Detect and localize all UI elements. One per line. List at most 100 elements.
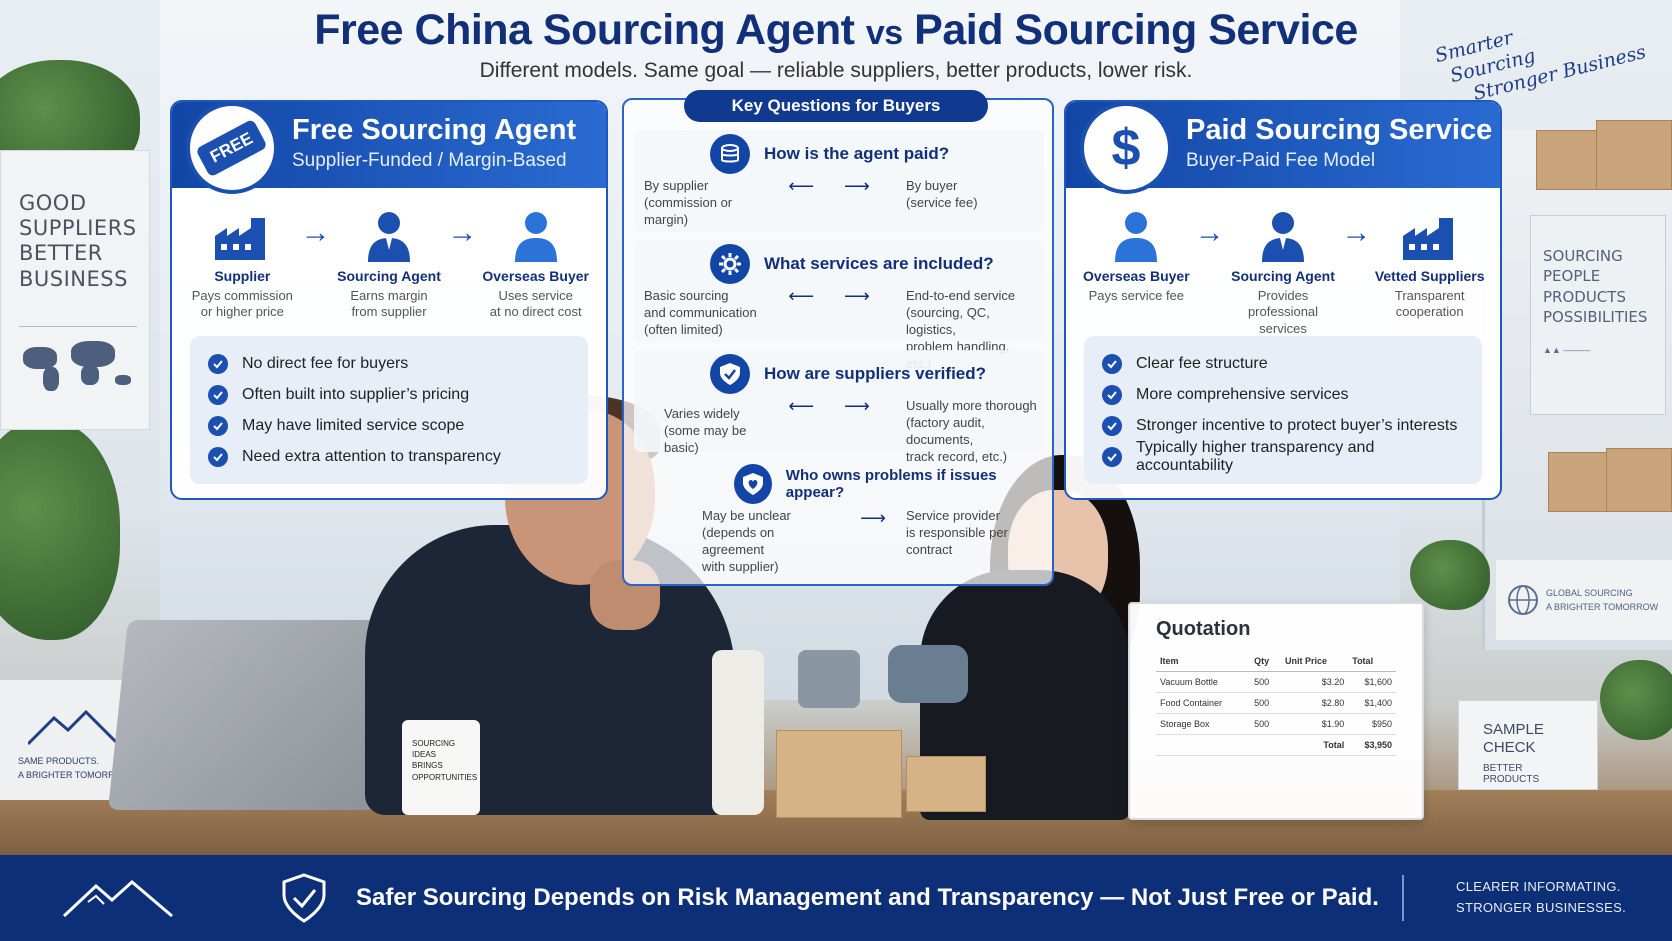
- shield-check-icon: [282, 873, 326, 923]
- question-title: Who owns problems if issues appear?: [785, 467, 997, 501]
- question-card: How are suppliers verified? Varies widel…: [634, 350, 1044, 464]
- mug-line: IDEAS: [412, 750, 437, 760]
- paid-service-panel: $ Paid Sourcing Service Buyer-Paid Fee M…: [1064, 100, 1502, 500]
- table-row: Storage Box 500 $1.90 $950: [1156, 713, 1396, 735]
- free-tag-icon: FREE: [186, 102, 278, 194]
- dollar-badge: $: [1111, 119, 1141, 177]
- logo-line: SAME PRODUCTS.: [18, 756, 100, 766]
- mountain-logo-icon: ▲▲ ———: [1543, 345, 1591, 355]
- arrow-right-icon: →: [300, 216, 331, 249]
- total-value: $3,950: [1348, 734, 1396, 756]
- free-answer: Varies widely(some may be basic): [664, 406, 747, 455]
- flow-diagram: Overseas Buyer Pays service fee → Sourci…: [1066, 188, 1500, 336]
- sample-container: [798, 650, 860, 708]
- footer-tagline-line: STRONGER BUSINESSES.: [1456, 899, 1626, 915]
- title-part: Paid Sourcing Service: [902, 6, 1358, 54]
- mug-line: BRINGS: [412, 761, 443, 771]
- global-line: A BRIGHTER TOMORROW: [1546, 602, 1659, 612]
- gear-icon: [710, 244, 750, 284]
- flow-label: Vetted Suppliers: [1374, 268, 1485, 284]
- list-item: Clear fee structure: [1102, 348, 1464, 379]
- quotation-title: Quotation: [1156, 618, 1251, 640]
- question-card: How is the agent paid? By supplier(commi…: [634, 130, 1044, 232]
- compare-arrows-icon: ⟵⟶: [788, 176, 900, 196]
- flow-desc: Pays service fee: [1088, 288, 1185, 303]
- arrow-right-icon: ⟶: [860, 508, 886, 528]
- buyer-icon: [1078, 206, 1195, 262]
- agent-icon: [331, 206, 448, 262]
- table-cell: $1,600: [1348, 671, 1396, 693]
- table-cell: Vacuum Bottle: [1156, 671, 1251, 693]
- panel-header: FREE Free Sourcing Agent Supplier-Funded…: [172, 102, 606, 194]
- question-title: How are suppliers verified?: [764, 364, 987, 383]
- left-sign-line: GOOD: [19, 191, 87, 215]
- factory-icon: [184, 206, 301, 262]
- column-header: Total: [1348, 651, 1396, 672]
- flow-label: Sourcing Agent: [1231, 268, 1335, 284]
- right-wall-sign: SOURCING PEOPLE PRODUCTS POSSIBILITIES ▲…: [1530, 215, 1666, 415]
- buyer-icon: [477, 206, 594, 262]
- column-header: Item: [1156, 651, 1251, 672]
- shelf-box: [1596, 120, 1672, 190]
- product-box: [776, 730, 902, 818]
- title-vs: vs: [865, 14, 903, 52]
- globe-icon: [1508, 585, 1538, 615]
- shelf-box: [1548, 452, 1608, 512]
- panel-title: Paid Sourcing Service: [1186, 114, 1493, 146]
- right-sign-line: PRODUCTS: [1543, 287, 1626, 306]
- table-cell: $2.80: [1281, 692, 1349, 714]
- global-line: GLOBAL SOURCING: [1546, 587, 1633, 598]
- mug-line: OPPORTUNITIES: [412, 772, 478, 782]
- vacuum-bottle: [712, 650, 764, 815]
- right-sign-line: PEOPLE: [1543, 267, 1601, 286]
- plant-left-lower: [0, 420, 120, 640]
- logo-line: A BRIGHTER TOMORROW.: [18, 769, 133, 780]
- mountain-logo-icon: [62, 880, 173, 918]
- compare-arrows-icon: ⟵⟶: [788, 396, 900, 416]
- sample-line: CHECK: [1483, 739, 1536, 756]
- flow-label: Supplier: [214, 268, 271, 284]
- laptop: [108, 620, 398, 810]
- quotation-card: Quotation Item Qty Unit Price Total Vacu…: [1128, 602, 1424, 820]
- page-header: Free China Sourcing Agent vs Paid Sourci…: [0, 6, 1672, 83]
- list-item: Stronger incentive to protect buyer’s in…: [1102, 410, 1464, 441]
- shelf-box: [1536, 130, 1606, 190]
- check-icon: [1102, 384, 1122, 405]
- title-part: Free China Sourcing Agent: [314, 6, 866, 54]
- table-cell: $950: [1348, 713, 1396, 735]
- mug-line: SOURCING: [412, 739, 456, 748]
- left-wall-sign: GOOD SUPPLIERS BETTER BUSINESS: [0, 150, 150, 430]
- list-item: Need extra attention to transparency: [208, 441, 570, 472]
- table-cell: $3.20: [1281, 671, 1349, 693]
- right-sign-line: POSSIBILITIES: [1543, 307, 1648, 326]
- food-container-sample: [888, 645, 968, 703]
- arrow-right-icon: →: [1341, 216, 1372, 249]
- key-questions-tag: Key Questions for Buyers: [684, 90, 988, 122]
- table-cell: Storage Box: [1156, 713, 1251, 735]
- page-title: Free China Sourcing Agent vs Paid Sourci…: [0, 6, 1672, 55]
- sample-subtitle: BETTER PRODUCTS: [1483, 763, 1540, 785]
- list-item: May have limited service scope: [208, 410, 570, 441]
- flow-item-buyer: Overseas Buyer Pays service fee: [1078, 206, 1195, 304]
- table-cell: 500: [1250, 671, 1282, 693]
- product-box: [906, 756, 986, 812]
- table-header-row: Item Qty Unit Price Total: [1156, 651, 1396, 672]
- table-cell: Food Container: [1156, 692, 1251, 714]
- left-sign-line: BETTER: [19, 241, 103, 266]
- sample-check-sign: SAMPLE CHECK BETTER PRODUCTS: [1458, 700, 1598, 790]
- check-icon: [1102, 353, 1122, 374]
- check-list: Clear fee structure More comprehensive s…: [1084, 336, 1482, 484]
- arrow-right-icon: →: [1194, 216, 1225, 249]
- heart-shield-icon: [734, 464, 772, 504]
- table-total-row: Total $3,950: [1156, 734, 1396, 756]
